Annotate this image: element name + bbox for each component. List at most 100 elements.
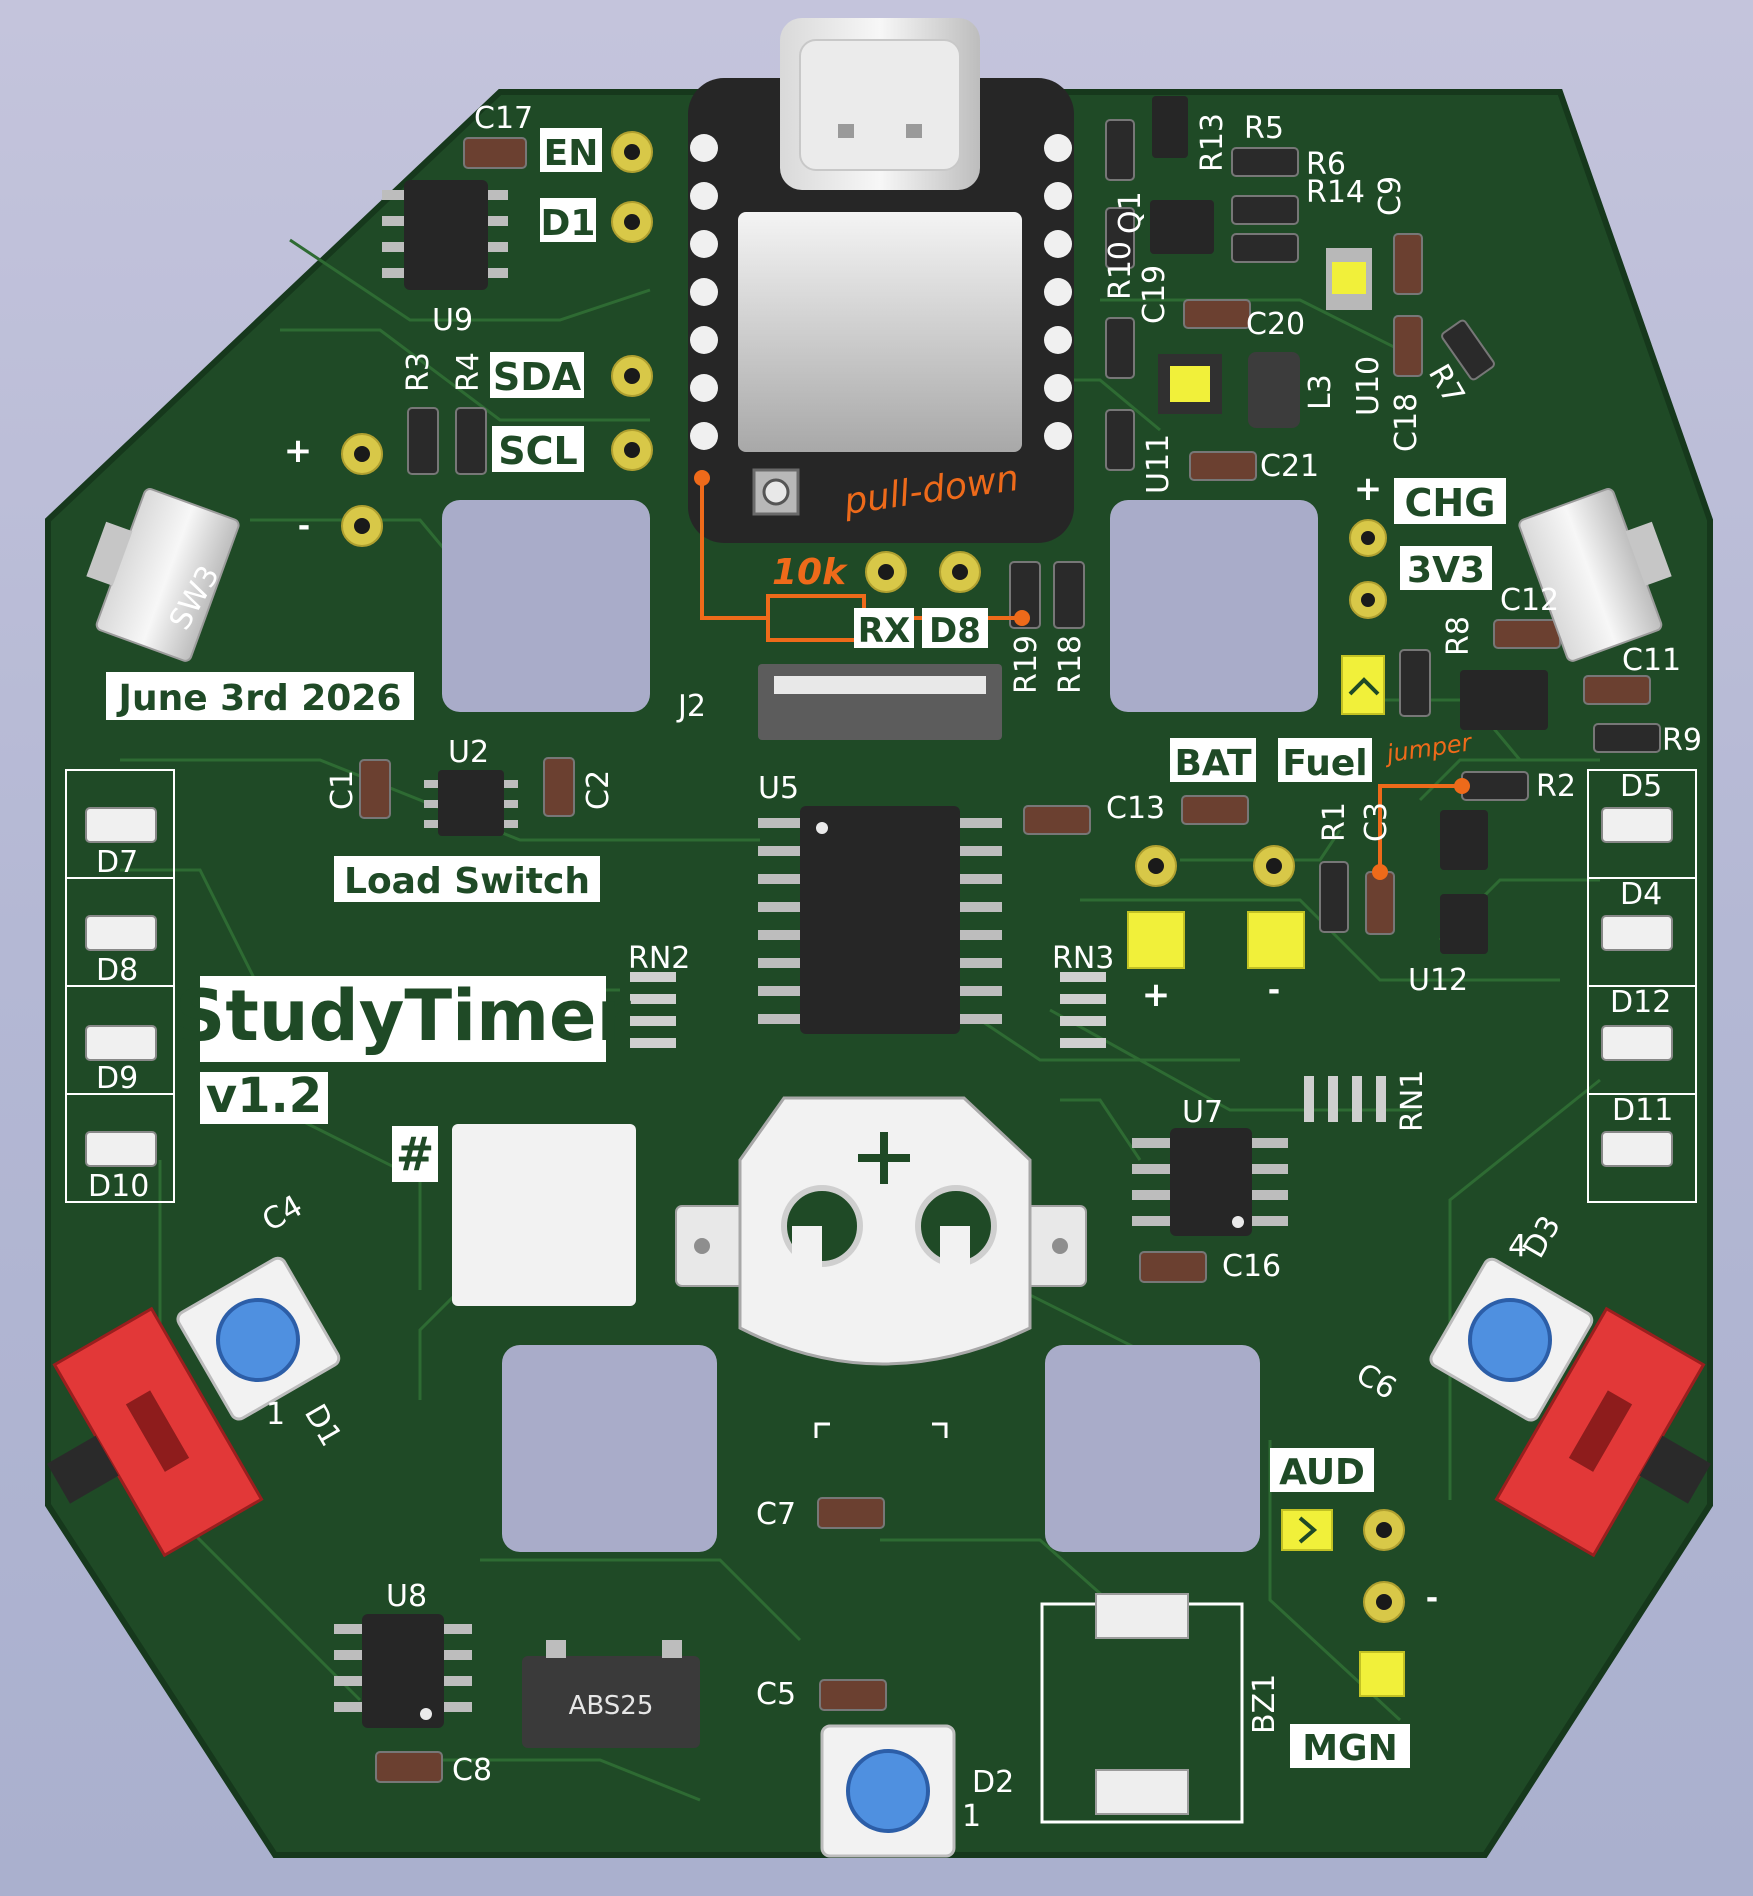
- u5-body: [800, 806, 960, 1034]
- ref-d11: D11: [1612, 1093, 1673, 1128]
- ref-r5: R5: [1244, 111, 1284, 146]
- ref-u12: U12: [1408, 963, 1468, 998]
- ref-pin1-left: 1: [266, 1397, 285, 1432]
- ref-r3: R3: [401, 352, 436, 392]
- ref-d7: D7: [96, 845, 138, 880]
- plus-chg: +: [1354, 469, 1383, 509]
- ref-u9: U9: [432, 303, 473, 338]
- ref-d5: D5: [1620, 769, 1662, 804]
- ref-bz1: BZ1: [1247, 1674, 1282, 1734]
- inverted-labels: EN D1 SDA SCL RX D8 CHG 3V3 BAT Fuel AUD…: [116, 133, 1496, 1769]
- board-version: v1.2: [206, 1068, 322, 1124]
- arrow-markers: [1298, 677, 1380, 1544]
- pin-label-d8: D8: [929, 611, 981, 651]
- ic-packages: [334, 96, 1548, 1748]
- ref-r2: R2: [1536, 769, 1576, 804]
- u9-body: [404, 180, 488, 290]
- pin-label-d1: D1: [541, 203, 596, 244]
- minus-bat: -: [1268, 973, 1280, 1008]
- ref-u5: U5: [758, 771, 799, 806]
- ref-u7: U7: [1182, 1095, 1223, 1130]
- passives: [85, 119, 1673, 1783]
- ref-c11: C11: [1622, 643, 1681, 678]
- ref-r1: R1: [1317, 802, 1352, 842]
- ref-c12: C12: [1500, 583, 1559, 618]
- ref-l3: L3: [1303, 374, 1338, 410]
- ref-r4: R4: [451, 352, 486, 392]
- ref-d12: D12: [1610, 985, 1671, 1020]
- ref-c2: C2: [581, 770, 616, 810]
- slide-switches: [47, 1306, 1711, 1558]
- ref-pin4: 4: [1508, 1229, 1527, 1264]
- ref-r10: R10: [1103, 241, 1138, 300]
- ref-d10: D10: [88, 1169, 149, 1204]
- pin-label-bat: BAT: [1174, 743, 1252, 784]
- pin-label-scl: SCL: [498, 429, 577, 473]
- crystal-marking: ABS25: [569, 1691, 654, 1721]
- ref-rn2: RN2: [628, 941, 690, 976]
- plus-left: +: [284, 431, 313, 471]
- ref-c21: C21: [1260, 449, 1319, 484]
- ref-d8: D8: [96, 953, 138, 988]
- ref-c17: C17: [474, 101, 533, 136]
- ref-c8: C8: [452, 1753, 492, 1788]
- ref-rn1: RN1: [1395, 1070, 1430, 1132]
- hash-label: #: [396, 1127, 435, 1181]
- note-10k: 10k: [772, 552, 848, 593]
- ref-pin1-bottom: 1: [962, 1799, 981, 1834]
- ref-c16: C16: [1222, 1249, 1281, 1284]
- ref-r8: R8: [1441, 616, 1476, 656]
- ref-c1: C1: [325, 770, 360, 810]
- ref-r6: R6: [1306, 147, 1346, 182]
- ref-d9: D9: [96, 1061, 138, 1096]
- ref-d2: D2: [972, 1765, 1014, 1800]
- buzzer: [1040, 1593, 1244, 1824]
- pin-label-fuel: Fuel: [1282, 743, 1367, 784]
- l3-body: [1248, 352, 1300, 428]
- pin-label-en: EN: [544, 133, 599, 174]
- ref-j2: J2: [676, 689, 706, 724]
- ref-c9: C9: [1373, 176, 1408, 216]
- tactile-buttons: [176, 1256, 1594, 1858]
- ref-r18: R18: [1053, 635, 1088, 694]
- ref-c19: C19: [1137, 265, 1172, 324]
- pin-label-sda: SDA: [493, 355, 582, 399]
- pin-label-rx: RX: [858, 611, 910, 651]
- crystal-body: [522, 1656, 700, 1748]
- smd-pads: [1127, 655, 1405, 1697]
- plus-bat: +: [1142, 975, 1171, 1015]
- pin-label-3v3: 3V3: [1407, 550, 1485, 591]
- reference-designators: C17 U9 R3 R4 SW3 U2 C1 C2 J2 U5 RN2 RN3 …: [88, 101, 1702, 1834]
- ref-c13: C13: [1106, 791, 1165, 826]
- ref-c3: C3: [1359, 802, 1394, 842]
- pin-label-aud: AUD: [1279, 1452, 1365, 1493]
- ref-d4: D4: [1620, 877, 1662, 912]
- label-backgrounds: [106, 128, 1506, 1768]
- ref-u10: U10: [1351, 356, 1386, 416]
- board-cutouts: [442, 500, 1318, 1552]
- u7-body: [1170, 1128, 1252, 1236]
- ref-u8: U8: [386, 1579, 427, 1614]
- j2-body: [758, 664, 1002, 740]
- u2-body: [438, 770, 504, 836]
- ref-c7: C7: [756, 1497, 796, 1532]
- fiducial-brackets: [814, 1422, 948, 1438]
- ref-r9: R9: [1662, 723, 1702, 758]
- ref-q1: Q1: [1113, 191, 1148, 234]
- polarity-marks: + - + + - -: [284, 431, 1438, 1616]
- ref-u11: U11: [1141, 434, 1176, 494]
- ref-c5: C5: [756, 1677, 796, 1712]
- annotation-dots: [694, 470, 1470, 880]
- pin-label-chg: CHG: [1405, 481, 1496, 525]
- ref-c18: C18: [1389, 393, 1424, 452]
- ref-r19: R19: [1009, 635, 1044, 694]
- load-switch-label: Load Switch: [344, 861, 590, 902]
- board-title: StudyTimer: [175, 975, 632, 1057]
- minus-aud: -: [1426, 1581, 1438, 1616]
- minus-left: -: [298, 509, 310, 544]
- side-switches: [86, 488, 1672, 662]
- ref-rn3: RN3: [1052, 941, 1114, 976]
- tht-holes: [354, 144, 1392, 1610]
- ref-r14: R14: [1306, 175, 1365, 210]
